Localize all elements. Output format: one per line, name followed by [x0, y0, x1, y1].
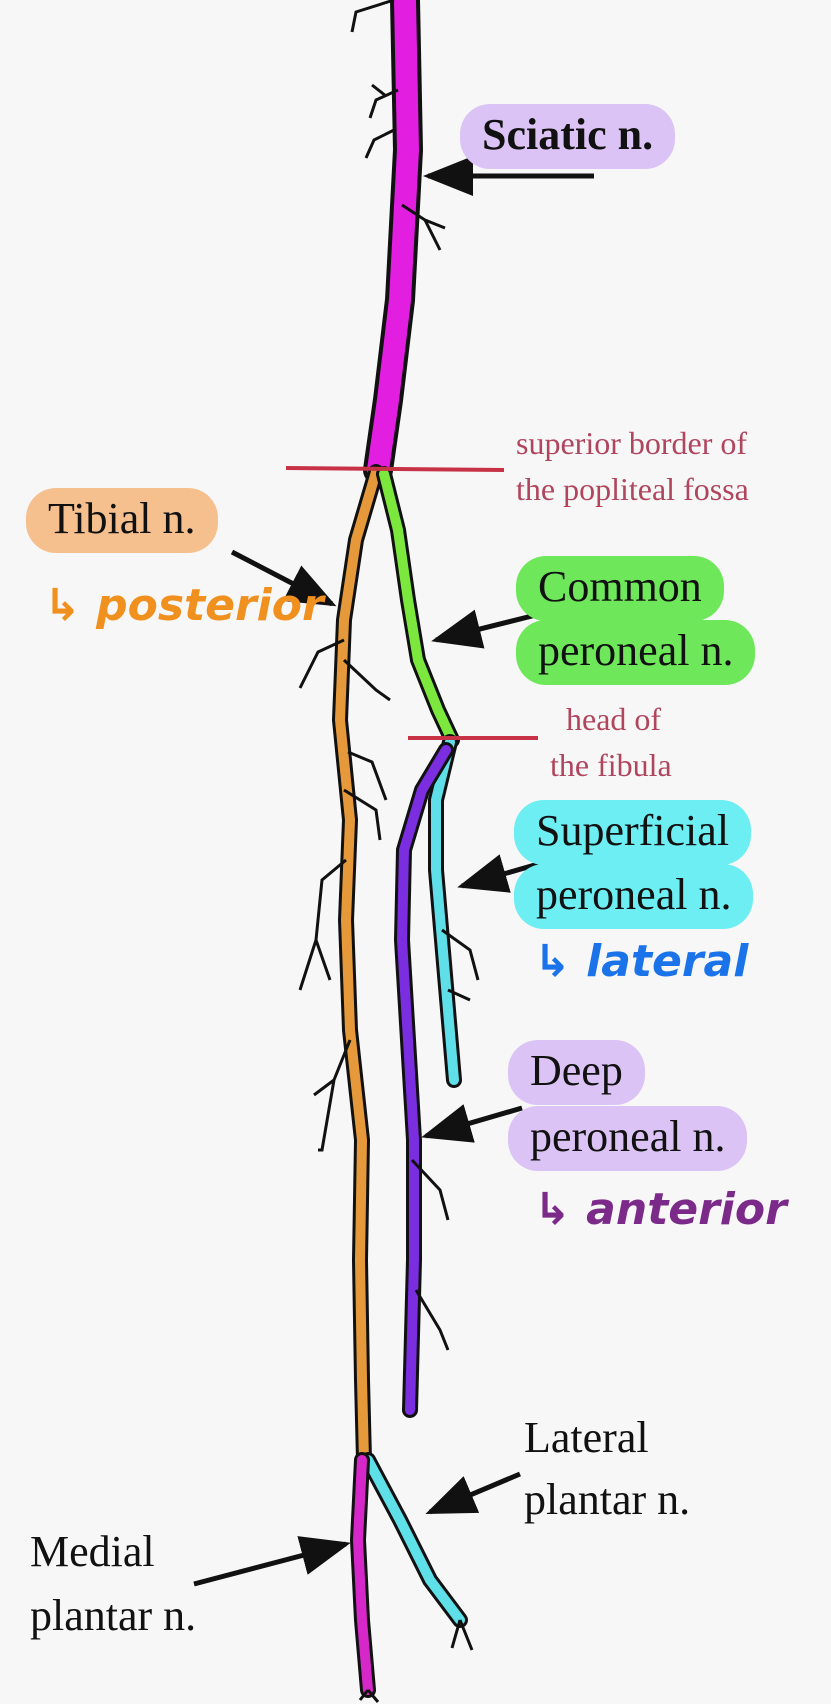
sciatic-branch-mid — [364, 128, 395, 159]
sciatic-branch-top — [350, 0, 395, 33]
sciatic-branch-right — [401, 203, 446, 251]
note-lateral: ↳ lateral — [534, 936, 749, 987]
tibial-branch-4 — [313, 1039, 352, 1152]
label-sciatic: Sciatic n. — [460, 104, 676, 169]
label-common-1: Common — [516, 556, 724, 621]
landmark-fibula-2: the fibula — [550, 747, 672, 783]
sciatic-branch-upper — [368, 83, 399, 119]
label-deep-1: Deep — [508, 1040, 645, 1105]
landmark-popliteal-1: superior border of — [516, 425, 748, 461]
label-lateral-plantar-1: Lateral — [524, 1413, 649, 1462]
superficial-branch — [441, 928, 480, 1002]
arrow-tibial — [230, 549, 337, 607]
arrow-common — [431, 609, 541, 649]
medial-plantar-nerve-fill — [352, 1455, 373, 1695]
arrow-deep — [421, 1104, 523, 1143]
common-peroneal-nerve-fill — [379, 469, 457, 745]
label-superficial-1: Superficial — [514, 800, 752, 865]
note-anterior: ↳ anterior — [534, 1184, 787, 1235]
label-superficial-2: peroneal n. — [514, 864, 754, 929]
tibial-branch-2 — [343, 750, 388, 841]
label-deep-2: peroneal n. — [508, 1106, 748, 1171]
arrow-medial-plantar — [193, 1536, 351, 1587]
deep-peroneal-nerve-fill — [396, 745, 451, 1415]
sciatic-nerve-fill — [367, 0, 420, 481]
label-tibial: Tibial n. — [26, 488, 218, 553]
deep-branch — [410, 1158, 450, 1351]
tibial-nerve-fill — [334, 467, 381, 1465]
label-medial-plantar-1: Medial — [30, 1527, 155, 1576]
label-common-2: peroneal n. — [516, 620, 756, 685]
popliteal-fossa-line — [285, 466, 505, 472]
label-lateral-plantar-2: plantar n. — [524, 1475, 691, 1524]
plantar-toes — [358, 1619, 474, 1703]
superficial-peroneal-nerve-fill — [431, 737, 459, 1085]
tibial-branch-3 — [298, 858, 347, 991]
landmark-fibula-1: head of — [566, 701, 662, 737]
label-medial-plantar-2: plantar n. — [30, 1591, 197, 1640]
tibial-branch-1 — [298, 638, 391, 702]
note-posterior: ↳ posterior — [44, 580, 324, 631]
arrow-lateral-plantar — [425, 1471, 521, 1515]
lateral-plantar-nerve-fill — [363, 1455, 465, 1625]
landmark-popliteal-2: the popliteal fossa — [516, 471, 749, 507]
